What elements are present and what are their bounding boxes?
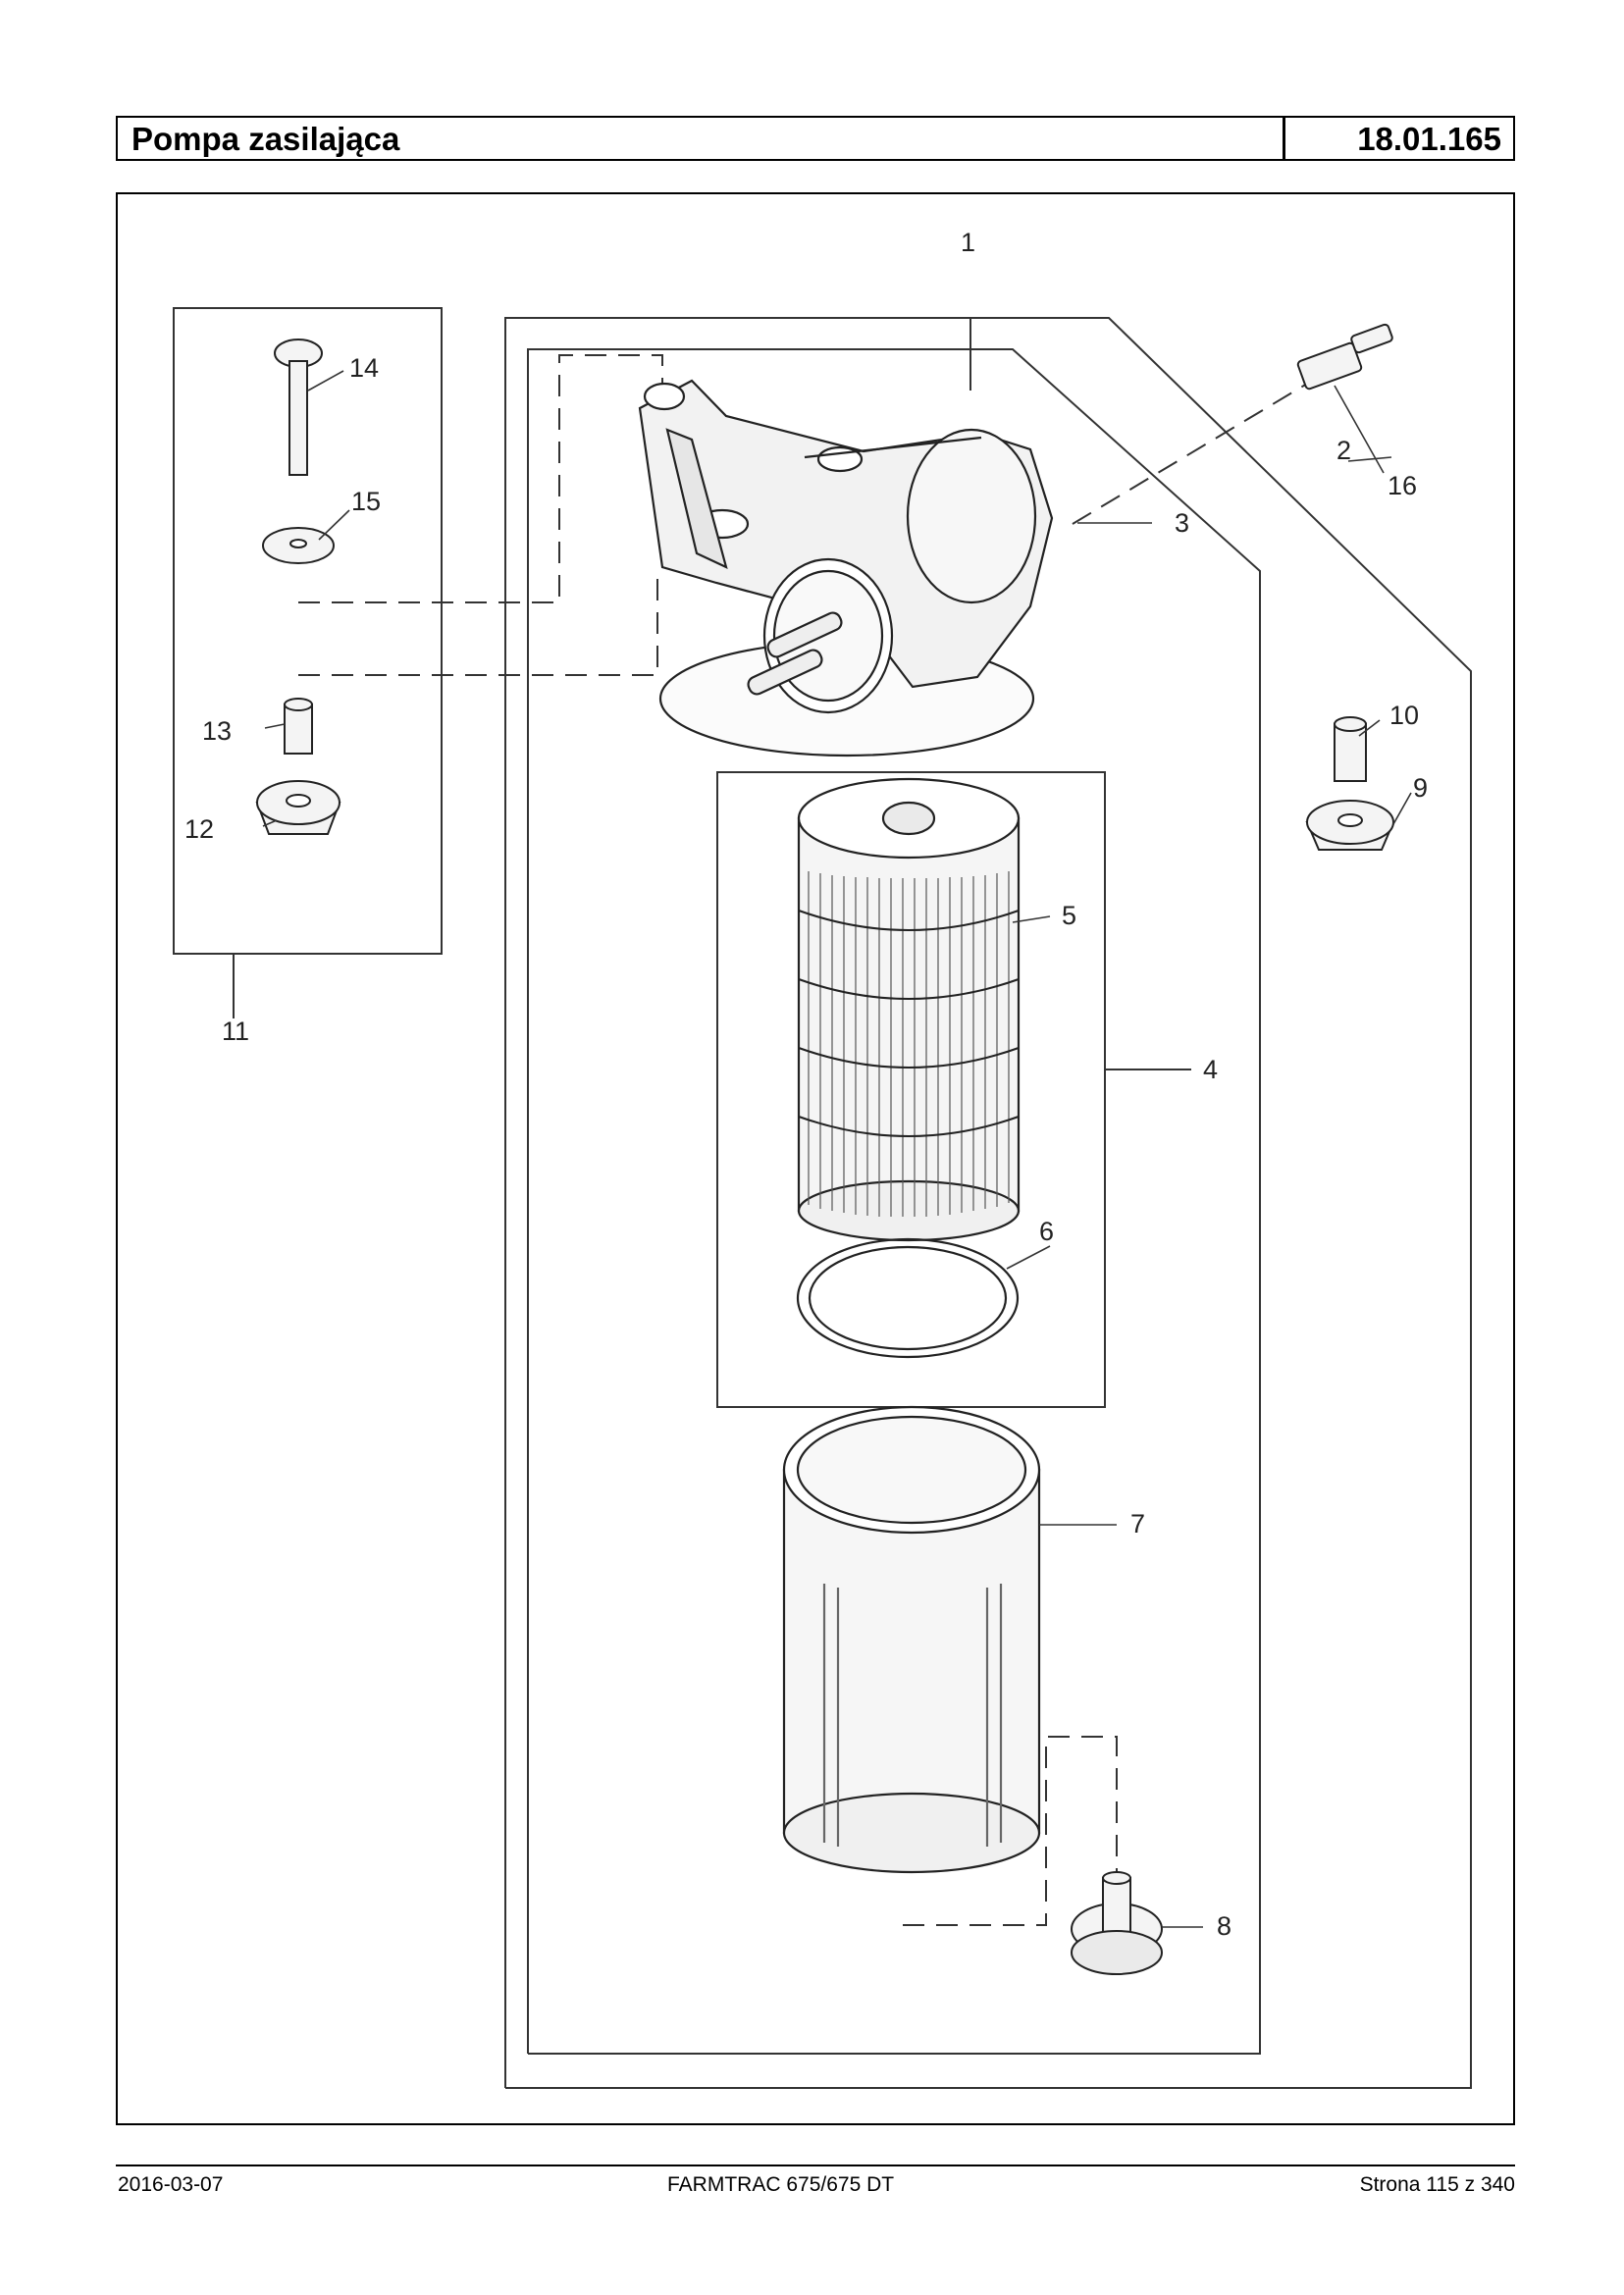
callout-15: 15	[351, 487, 381, 516]
callout-12: 12	[184, 814, 214, 844]
parts-drawing: 1 2 3 4 5 6 7 8 9 10 11 12 13 14 15 16	[173, 228, 1472, 2089]
rubber-mount-9	[1305, 800, 1395, 851]
kit-box-11	[173, 307, 443, 955]
callout-14: 14	[349, 353, 379, 383]
callout-2: 2	[1336, 436, 1351, 465]
fuel-pump-body	[638, 379, 1054, 757]
sleeve-10	[1334, 716, 1367, 782]
filter-pleats	[808, 871, 1010, 1217]
assembly-outline-1	[504, 317, 1472, 2089]
callout-16: 16	[1388, 471, 1417, 500]
rubber-mount-12	[255, 780, 341, 835]
callout-8: 8	[1217, 1911, 1231, 1941]
filter-element	[797, 777, 1021, 1242]
sleeve-13	[284, 698, 313, 755]
fitting	[1296, 323, 1393, 391]
o-ring	[796, 1237, 1020, 1359]
callout-6: 6	[1039, 1217, 1054, 1246]
callout-10: 10	[1389, 701, 1419, 730]
page-header: Pompa zasilająca 18.01.165	[116, 116, 1515, 161]
washer	[262, 527, 335, 564]
callout-4: 4	[1203, 1055, 1218, 1084]
footer-page-number: Strona 115 z 340	[1359, 2173, 1515, 2196]
footer-date: 2016-03-07	[118, 2173, 224, 2196]
bolt	[274, 339, 323, 476]
section-code: 18.01.165	[1357, 121, 1501, 157]
footer-model: FARMTRAC 675/675 DT	[667, 2173, 895, 2196]
callout-11: 11	[222, 1017, 249, 1046]
callout-9: 9	[1413, 773, 1428, 803]
filter-bowl	[782, 1405, 1041, 1874]
drain-plug	[1071, 1871, 1163, 1975]
exploded-parts-diagram: 1 2 3 4 5 6 7 8 9 10 11 12 13 14 15 16	[116, 192, 1515, 2125]
callout-5: 5	[1062, 901, 1076, 930]
assembly-outline-2	[527, 348, 1261, 2055]
callout-3: 3	[1175, 508, 1189, 538]
callout-7: 7	[1130, 1509, 1145, 1539]
footer-rule	[116, 2165, 1515, 2166]
header-divider	[1283, 118, 1285, 159]
callout-13: 13	[202, 716, 232, 746]
callout-1: 1	[961, 228, 975, 257]
page-title: Pompa zasilająca	[131, 121, 400, 157]
